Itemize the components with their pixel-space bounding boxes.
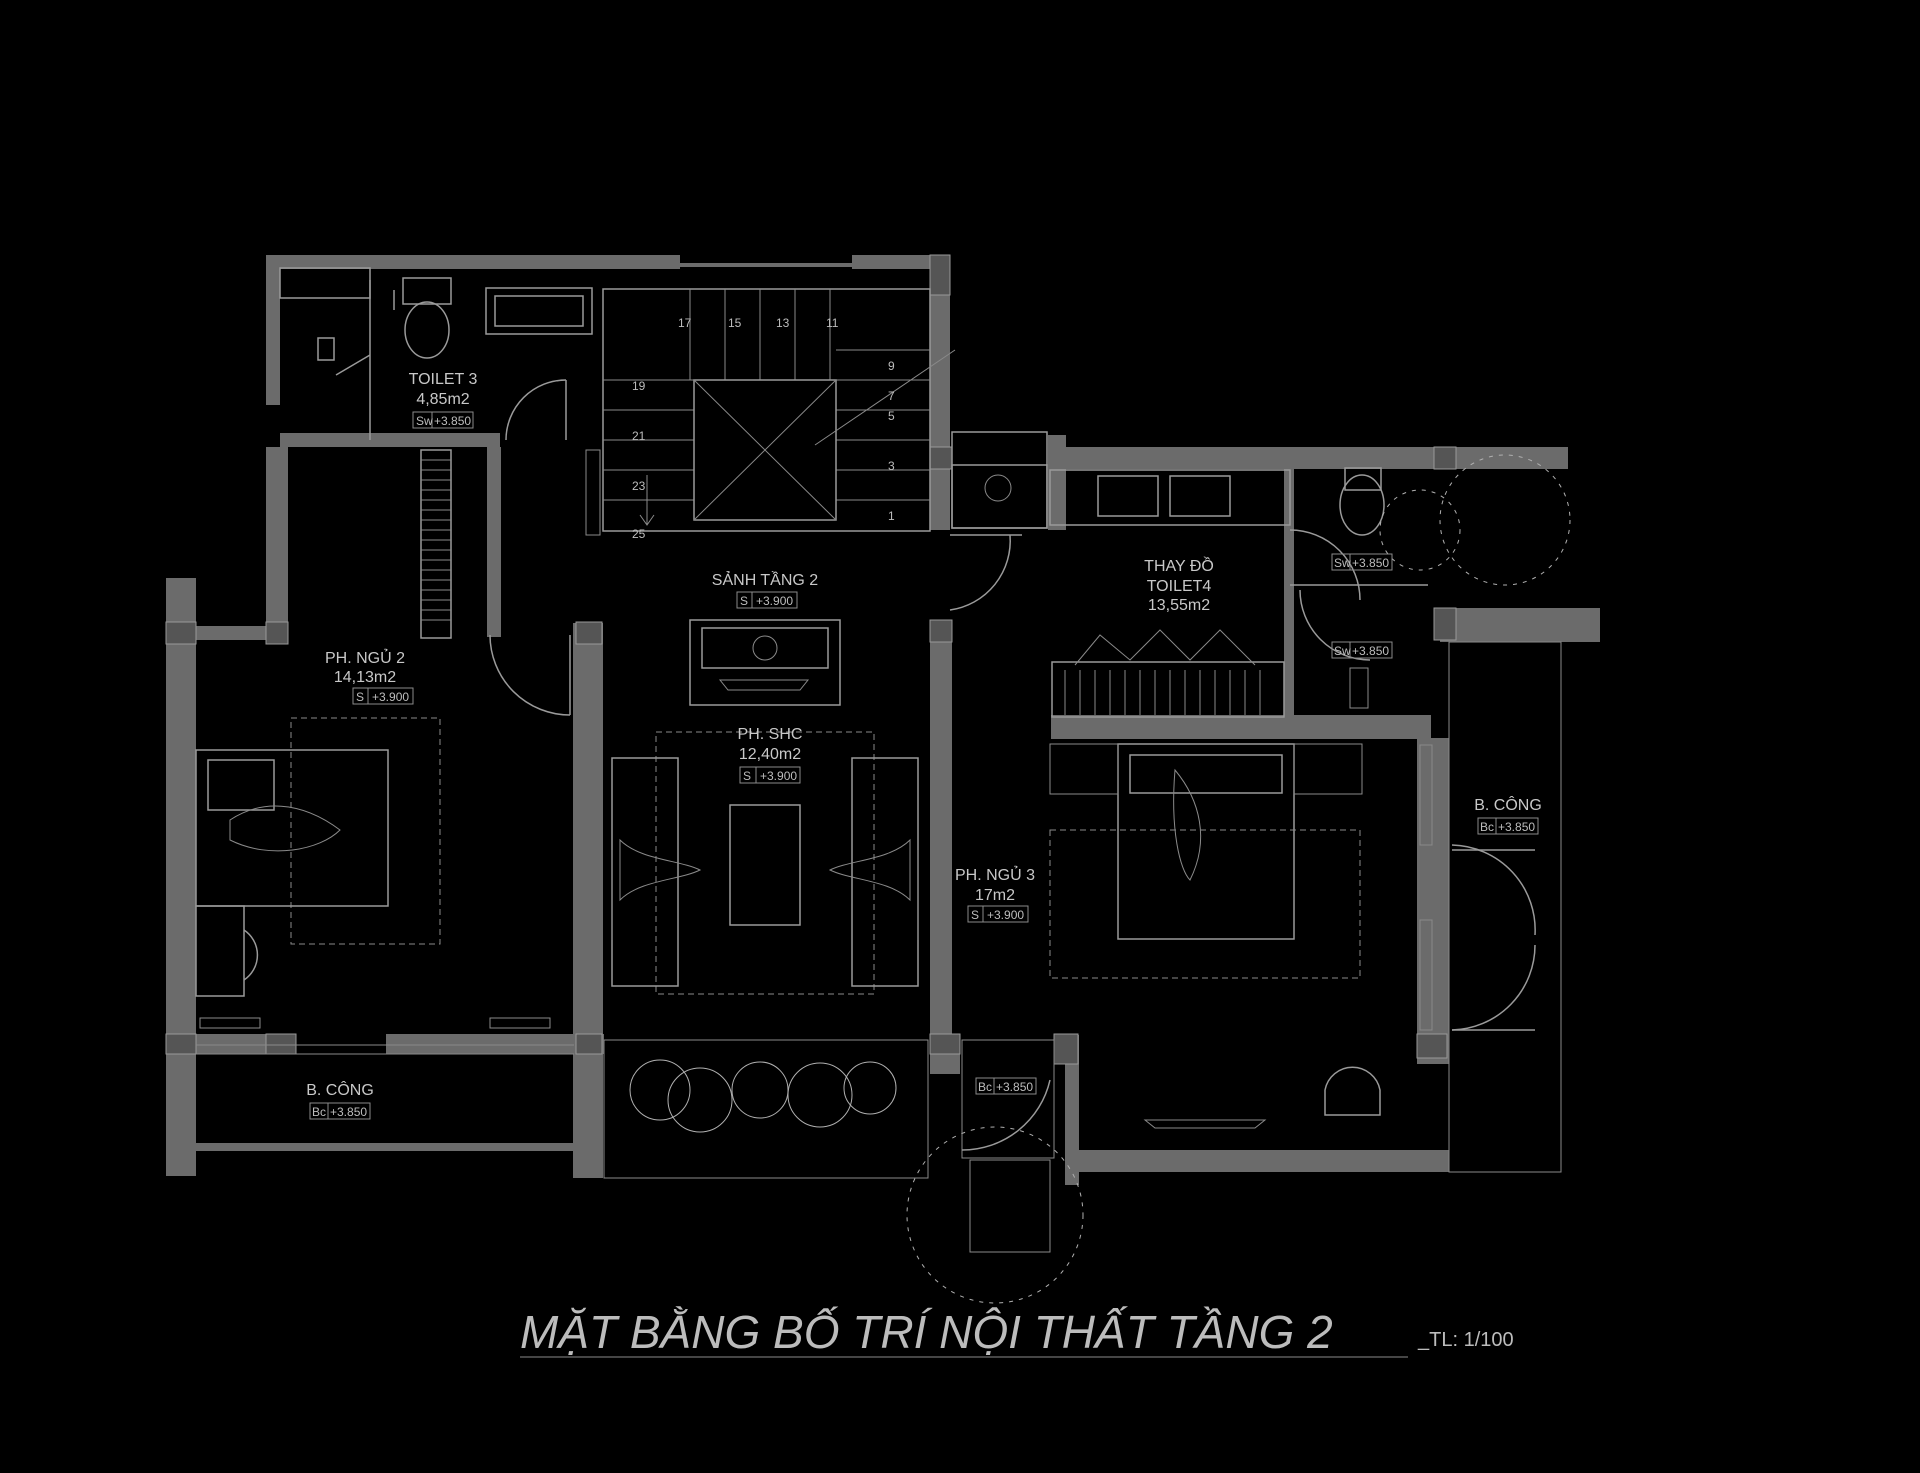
drawing-title: MẶT BẰNG BỐ TRÍ NỘI THẤT TẦNG 2 [520, 1306, 1333, 1358]
label-balcony-right: B. CÔNG Bc +3.850 [1474, 795, 1542, 835]
toilet-4-name: TOILET4 [1147, 578, 1212, 595]
balcony-bottom-level-code: Bc [312, 1105, 326, 1119]
stair-step-21: 21 [632, 429, 646, 443]
bedroom-2-furniture [195, 717, 574, 1055]
stair-step-15: 15 [728, 316, 742, 330]
toilet-3-fixtures [279, 267, 601, 536]
balcony-small-level: +3.850 [996, 1080, 1033, 1094]
stair-step-7: 7 [888, 389, 895, 403]
small-balcony [961, 1039, 1055, 1253]
label-toilet-4-level-a: Sw +3.850 [1331, 553, 1393, 571]
stair-step-3: 3 [888, 459, 895, 473]
lobby-level: +3.900 [756, 594, 793, 608]
living-room-name: PH. SHC [738, 726, 803, 743]
toilet-3-name: TOILET 3 [409, 371, 478, 388]
balcony-right-name: B. CÔNG [1474, 795, 1542, 814]
planter-plants [603, 454, 1571, 1304]
toilet-4-a-level-code: Sw [1334, 556, 1351, 570]
bedroom-3-furniture [1049, 743, 1536, 1129]
drawing-scale: _TL: 1/100 [1417, 1329, 1514, 1351]
toilet-4-b-level-code: Sw [1334, 644, 1351, 658]
label-lobby: SẢNH TẦNG 2 S +3.900 [712, 570, 819, 609]
living-room-level: +3.900 [760, 769, 797, 783]
balcony-bottom-level: +3.850 [330, 1105, 367, 1119]
stair-step-5: 5 [888, 409, 895, 423]
stair-step-11: 11 [826, 316, 839, 330]
lobby-furniture [689, 619, 841, 706]
stair-step-1: 1 [888, 509, 895, 523]
toilet-4-a-level: +3.850 [1352, 556, 1389, 570]
dressing-toilet-4-fixtures [949, 431, 1428, 718]
balcony-small-level-code: Bc [978, 1080, 992, 1094]
stair-step-17: 17 [678, 316, 692, 330]
bedroom-3-level: +3.900 [987, 908, 1024, 922]
label-dressing-toilet-4: THAY ĐỒ TOILET4 13,55m2 [1144, 556, 1214, 614]
dressing-name: THAY ĐỒ [1144, 556, 1214, 575]
balcony-bottom-name: B. CÔNG [306, 1080, 374, 1099]
living-room-furniture [611, 731, 919, 995]
label-balcony-small: Bc +3.850 [975, 1077, 1037, 1095]
toilet-4-b-level: +3.850 [1352, 644, 1389, 658]
bedroom-3-name: PH. NGỦ 3 [955, 865, 1035, 884]
staircase: 17 15 13 11 9 7 5 3 1 19 21 23 25 [602, 288, 956, 541]
label-bedroom-3: PH. NGỦ 3 17m2 S +3.900 [955, 865, 1035, 923]
label-bedroom-2: PH. NGỦ 2 14,13m2 S +3.900 [325, 648, 414, 705]
label-toilet-4-level-b: Sw +3.850 [1331, 641, 1393, 659]
columns [165, 254, 1457, 1065]
label-balcony-bottom: B. CÔNG Bc +3.850 [306, 1080, 374, 1120]
toilet-3-area: 4,85m2 [416, 391, 469, 408]
stair-step-25: 25 [632, 527, 646, 541]
stair-step-13: 13 [776, 316, 790, 330]
dressing-toilet-4-area: 13,55m2 [1148, 597, 1210, 614]
bedroom-2-name: PH. NGỦ 2 [325, 648, 405, 667]
bedroom-3-level-code: S [971, 908, 979, 922]
stair-step-9: 9 [888, 359, 895, 373]
label-living-room: PH. SHC 12,40m2 S +3.900 [738, 726, 803, 784]
living-room-level-code: S [743, 769, 751, 783]
bedroom-2-level-code: S [356, 690, 364, 704]
label-toilet-3: TOILET 3 4,85m2 Sw +3.850 [409, 371, 478, 429]
balcony-right-level-code: Bc [1480, 820, 1494, 834]
lobby-level-code: S [740, 594, 748, 608]
bedroom-2-area: 14,13m2 [334, 669, 396, 686]
bedroom-2-level: +3.900 [372, 690, 409, 704]
living-room-area: 12,40m2 [739, 746, 801, 763]
toilet-3-level-code: Sw [416, 414, 433, 428]
wardrobe-bedroom-2 [420, 449, 571, 716]
lobby-name: SẢNH TẦNG 2 [712, 570, 819, 589]
stair-step-19: 19 [632, 379, 646, 393]
bedroom-3-area: 17m2 [975, 887, 1015, 904]
toilet-3-level: +3.850 [434, 414, 471, 428]
stair-step-23: 23 [632, 479, 646, 493]
balcony-right-level: +3.850 [1498, 820, 1535, 834]
